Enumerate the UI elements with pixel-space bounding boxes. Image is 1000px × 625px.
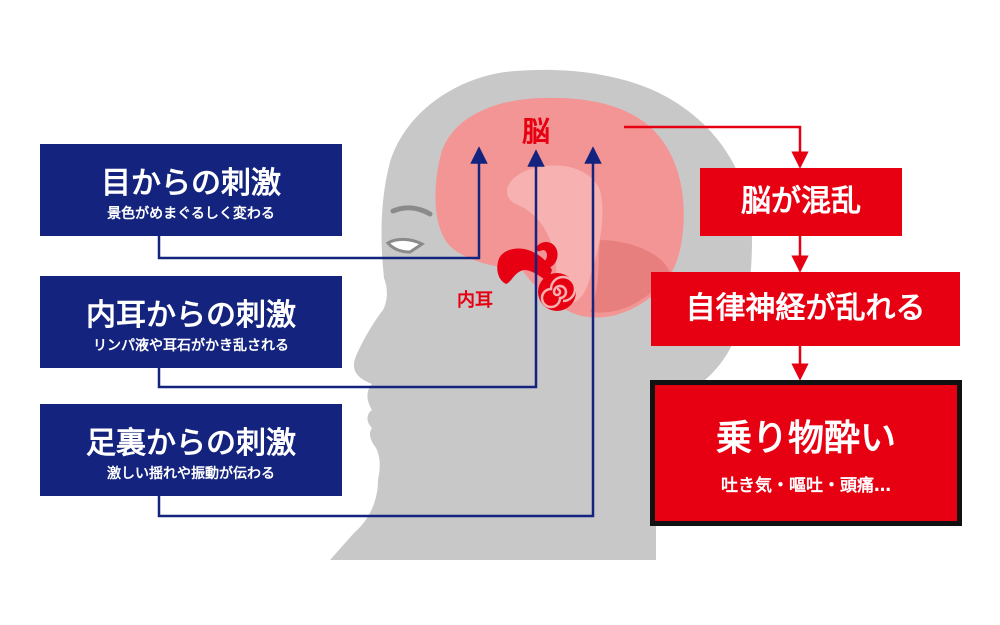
step-brain-confused: 脳が混乱 — [700, 168, 902, 236]
eyebrow — [390, 205, 433, 217]
source-title: 目からの刺激 — [101, 166, 281, 201]
source-subtitle: 景色がめまぐるしく変わる — [107, 206, 275, 222]
brain-illustration — [435, 97, 684, 318]
inner-ear-icon — [497, 242, 577, 311]
step-autonomic-disorder: 自律神経が乱れる — [651, 272, 960, 346]
source-box-inner-ear: 内耳からの刺激 リンパ液や耳石がかき乱される — [40, 276, 342, 368]
canal-loop — [536, 242, 558, 268]
source-box-eyes: 目からの刺激 景色がめまぐるしく変わる — [40, 144, 342, 236]
semicircular-canals — [497, 248, 552, 284]
cochlea-spiral — [540, 275, 577, 309]
source-title: 内耳からの刺激 — [86, 298, 296, 333]
arrow-brain-to-confusion — [624, 125, 809, 169]
brain-label: 脳 — [522, 115, 551, 148]
source-subtitle: リンパ液や耳石がかき乱される — [93, 338, 289, 354]
result-motion-sickness: 乗り物酔い 吐き気・嘔吐・頭痛… — [650, 380, 962, 526]
eye — [385, 237, 425, 254]
cerebellum-shading — [590, 240, 670, 313]
source-subtitle: 激しい揺れや振動が伝わる — [107, 466, 275, 482]
connector-inner-ear — [157, 149, 545, 389]
result-symptoms: 吐き気・嘔吐・頭痛… — [721, 476, 891, 496]
result-title: 乗り物酔い — [715, 418, 896, 459]
connector-eye — [157, 146, 488, 260]
source-title: 足裏からの刺激 — [86, 426, 296, 461]
brain-stem — [506, 165, 603, 304]
flow-arrows — [624, 125, 809, 381]
stimulus-connectors — [157, 146, 602, 518]
connector-soles — [157, 146, 602, 518]
inner-ear-label: 内耳 — [457, 290, 493, 311]
source-box-soles: 足裏からの刺激 激しい揺れや振動が伝わる — [40, 404, 342, 496]
